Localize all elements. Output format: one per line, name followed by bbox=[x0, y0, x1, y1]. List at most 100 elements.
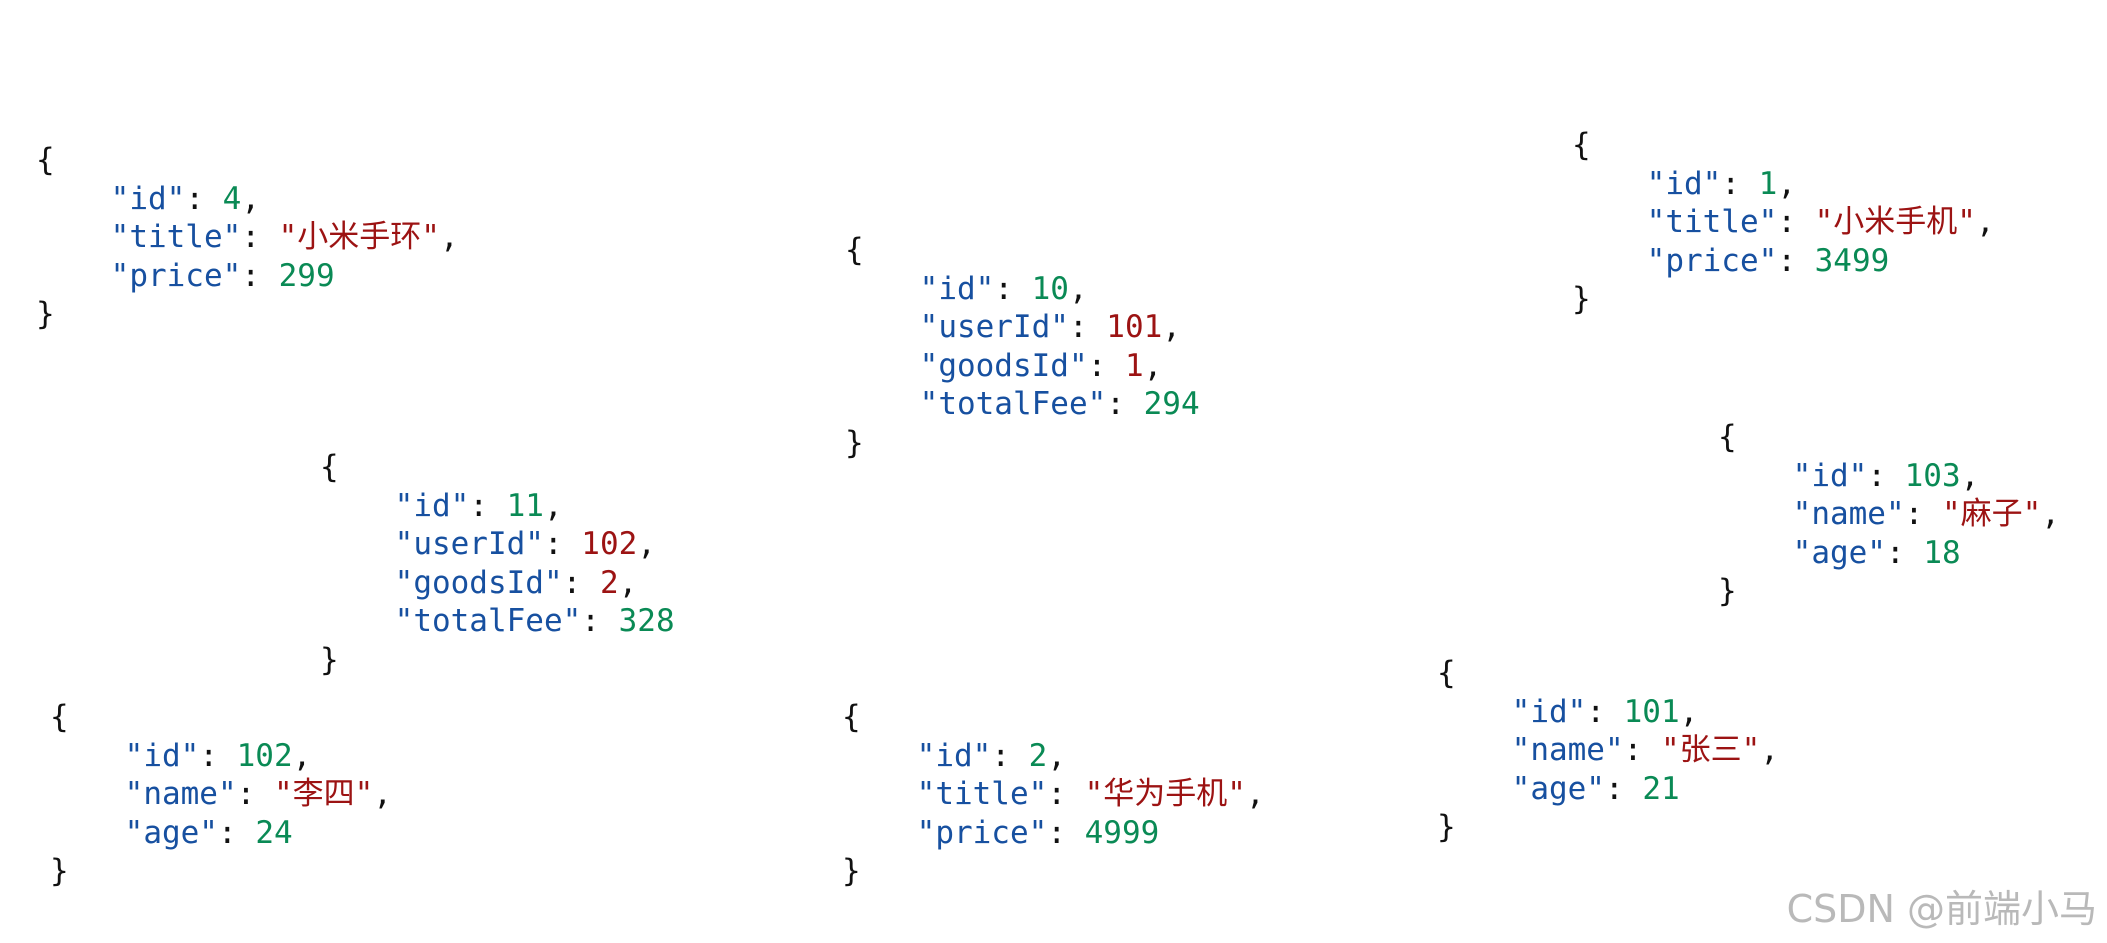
json-key: "userId" bbox=[919, 309, 1069, 345]
json-comma: , bbox=[637, 526, 656, 562]
json-entry: "totalFee": 294 bbox=[845, 385, 1200, 424]
open-brace: { bbox=[36, 142, 55, 178]
json-key: "totalFee" bbox=[919, 386, 1107, 422]
json-line-open: { bbox=[1718, 418, 2060, 457]
json-colon: : bbox=[241, 219, 279, 255]
json-colon: : bbox=[236, 776, 274, 812]
json-comma: , bbox=[439, 219, 459, 255]
json-comma: , bbox=[1162, 309, 1181, 345]
json-entry: "goodsId": 1, bbox=[845, 347, 1200, 386]
json-comma: , bbox=[1143, 347, 1163, 384]
json-value: "小米手环" bbox=[278, 219, 440, 255]
json-colon: : bbox=[469, 487, 507, 524]
close-brace: } bbox=[36, 296, 55, 332]
json-key: "id" bbox=[1511, 693, 1587, 730]
json-entry: "age": 24 bbox=[50, 814, 392, 853]
json-value: 328 bbox=[618, 603, 675, 639]
json-colon: : bbox=[217, 814, 256, 851]
json-value: 4999 bbox=[1084, 814, 1160, 851]
json-colon: : bbox=[1867, 457, 1905, 494]
json-line-open: { bbox=[1572, 126, 1995, 165]
json-colon: : bbox=[1047, 776, 1085, 812]
json-comma: , bbox=[1047, 737, 1066, 774]
json-comma: , bbox=[543, 487, 563, 524]
json-entry: "totalFee": 328 bbox=[320, 602, 675, 641]
json-value: 1 bbox=[1758, 165, 1778, 202]
open-brace: { bbox=[842, 699, 861, 735]
json-colon: : bbox=[1604, 770, 1643, 807]
json-key: "id" bbox=[1646, 165, 1722, 202]
json-entry: "age": 21 bbox=[1437, 770, 1779, 809]
json-entry: "id": 4, bbox=[36, 180, 459, 219]
json-colon: : bbox=[1106, 386, 1144, 422]
json-object-user-103: { "id": 103, "name": "麻子", "age": 18} bbox=[1718, 418, 2060, 611]
json-key: "id" bbox=[124, 737, 200, 774]
json-object-user-101: { "id": 101, "name": "张三", "age": 21} bbox=[1437, 654, 1779, 847]
json-line-close: } bbox=[320, 641, 675, 680]
json-line-open: { bbox=[320, 448, 675, 487]
json-value: "麻子" bbox=[1941, 496, 2042, 532]
json-entry: "price": 3499 bbox=[1572, 242, 1995, 281]
close-brace: } bbox=[1437, 809, 1456, 845]
json-value: 4 bbox=[222, 180, 242, 217]
json-line-close: } bbox=[1437, 808, 1779, 847]
json-key: "age" bbox=[1792, 534, 1886, 571]
json-colon: : bbox=[1586, 693, 1624, 730]
json-entry: "userId": 101, bbox=[845, 308, 1200, 347]
json-value: 1 bbox=[1124, 347, 1144, 384]
close-brace: } bbox=[320, 641, 339, 678]
json-entry: "name": "李四", bbox=[50, 775, 392, 814]
json-line-close: } bbox=[845, 424, 1200, 463]
json-value: 102 bbox=[236, 737, 293, 774]
json-key: "id" bbox=[916, 737, 992, 774]
json-colon: : bbox=[1885, 534, 1924, 571]
json-line-close: } bbox=[50, 852, 392, 891]
json-entry: "userId": 102, bbox=[320, 525, 675, 564]
json-comma: , bbox=[1777, 165, 1796, 202]
close-brace: } bbox=[842, 853, 861, 889]
close-brace: } bbox=[1718, 573, 1737, 609]
json-colon: : bbox=[1721, 165, 1759, 202]
json-value: 101 bbox=[1106, 309, 1163, 345]
json-value: 103 bbox=[1904, 457, 1961, 494]
json-key: "name" bbox=[124, 776, 237, 812]
json-colon: : bbox=[1623, 732, 1661, 768]
json-entry: "id": 2, bbox=[842, 737, 1265, 776]
json-entry: "id": 11, bbox=[320, 487, 675, 526]
json-key: "totalFee" bbox=[394, 603, 582, 639]
json-line-close: } bbox=[36, 295, 459, 334]
open-brace: { bbox=[845, 232, 864, 268]
json-value: 3499 bbox=[1814, 242, 1890, 279]
json-comma: , bbox=[1960, 457, 1980, 494]
json-value: "张三" bbox=[1660, 732, 1761, 768]
json-line-open: { bbox=[845, 231, 1200, 270]
json-value: 2 bbox=[599, 564, 619, 601]
json-key: "id" bbox=[394, 487, 470, 524]
json-entry: "age": 18 bbox=[1718, 534, 2060, 573]
json-entry: "id": 10, bbox=[845, 270, 1200, 309]
close-brace: } bbox=[845, 424, 864, 461]
json-line-open: { bbox=[36, 141, 459, 180]
json-entry: "price": 299 bbox=[36, 257, 459, 296]
json-value: 21 bbox=[1642, 770, 1680, 807]
json-line-close: } bbox=[842, 852, 1265, 891]
json-value: 18 bbox=[1923, 534, 1961, 571]
json-value: 101 bbox=[1623, 693, 1680, 730]
json-entry: "id": 102, bbox=[50, 737, 392, 776]
json-value: "李四" bbox=[273, 776, 374, 812]
csdn-watermark: CSDN @前端小马 bbox=[1786, 887, 2097, 931]
json-comma: , bbox=[618, 564, 638, 601]
json-colon: : bbox=[1904, 496, 1942, 532]
json-value: 299 bbox=[278, 257, 335, 294]
json-value: 11 bbox=[506, 487, 544, 524]
json-colon: : bbox=[581, 603, 619, 639]
json-entry: "id": 1, bbox=[1572, 165, 1995, 204]
json-key: "age" bbox=[1511, 770, 1605, 807]
open-brace: { bbox=[50, 699, 69, 735]
json-entry: "title": "小米手机", bbox=[1572, 203, 1995, 242]
json-key: "age" bbox=[124, 814, 218, 851]
json-key: "title" bbox=[110, 219, 242, 255]
json-colon: : bbox=[994, 270, 1032, 307]
json-key: "name" bbox=[1792, 496, 1905, 532]
